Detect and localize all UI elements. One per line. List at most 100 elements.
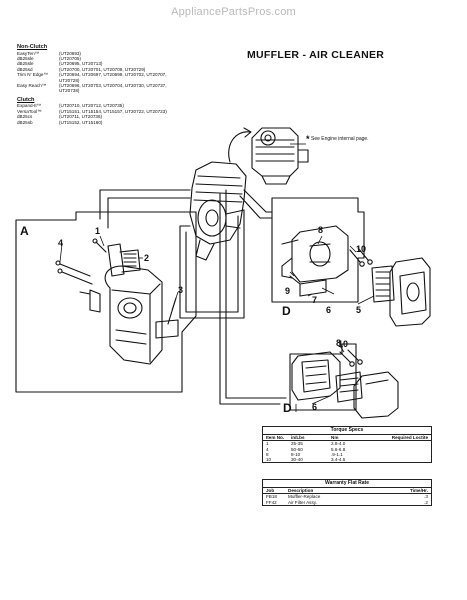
- warranty-job: FF42: [266, 499, 277, 505]
- warranty-description: Muffler-Replace: [288, 494, 321, 500]
- legend-model: dB25sle: [17, 56, 34, 61]
- torque-inlbs: 8-10: [291, 451, 301, 457]
- legend-parts: (UT20694, UT20697, UT20699, UT20702, UT2…: [59, 72, 167, 78]
- legend-row: EasyTen™ (UT20693): [17, 51, 237, 56]
- screw-1-drawing: [95, 241, 107, 253]
- torque-inlbs: 30-40: [291, 457, 303, 463]
- legend-row: Expand-It™(UT20710, UT20712, UT20735): [17, 103, 237, 108]
- torque-item: 1: [266, 441, 269, 447]
- callout-8-lower: 8: [336, 338, 341, 348]
- view-a-outline: [15, 211, 197, 393]
- legend-clutch-header: Clutch: [17, 96, 35, 103]
- legend-row: Trim N' Edge™ (UT20694, UT20697, UT20699,…: [17, 72, 237, 77]
- warranty-header-description: Description: [288, 488, 314, 494]
- gasket-6-drawing: [299, 279, 327, 297]
- air-cleaner-base-lower-drawing: [291, 351, 341, 401]
- legend-parts: (UT20695, UT20713): [59, 61, 103, 67]
- legend-row: dB25sle (UT20695, UT20713): [17, 61, 237, 66]
- torque-nm: 2.8-4.0: [331, 441, 346, 447]
- legend-parts: (UT20710, UT20712, UT20735): [59, 103, 124, 109]
- torque-header-row: Item No. in/Lbs Nm Required Loctite: [263, 435, 431, 442]
- callout-asterisk: *: [306, 134, 310, 144]
- legend-nonclutch-header: Non-Clutch: [17, 44, 48, 50]
- callout-9: 9: [285, 286, 290, 296]
- legend-parts: (UT20705): [59, 56, 81, 61]
- legend-parts: (UT20693): [59, 50, 81, 56]
- legend-parts: UT20738): [59, 88, 80, 94]
- warranty-description: Air Filter Assy.: [288, 499, 318, 505]
- torque-header-inlbs: in/Lbs: [291, 435, 305, 441]
- watermark: AppliancePartsPros.com: [171, 6, 296, 18]
- table-row: FF42 Air Filter Assy. .2: [263, 500, 431, 505]
- air-cleaner-cover-lower-drawing: [353, 371, 399, 419]
- torque-header-loctite: Required Loctite: [391, 435, 428, 441]
- callout-1: 1: [95, 226, 100, 236]
- torque-inlbs: 50-60: [291, 446, 303, 452]
- view-d-upper-outline: [271, 197, 365, 303]
- table-row: 1 25-35 2.8-4.0: [263, 441, 431, 446]
- legend-row: dB25sb(UT15152, UT15160): [17, 120, 237, 125]
- air-cleaner-base-drawing: [281, 225, 349, 283]
- warranty-header-time: Time/Hr.: [409, 488, 428, 494]
- warranty-time: .2: [424, 499, 428, 505]
- callout-d-lower: D: [283, 401, 292, 415]
- legend-row: dB25cs(UT20711, UT20736): [17, 114, 237, 119]
- callout-7-center: 7: [312, 295, 317, 305]
- bolts-4-drawing: [55, 260, 93, 285]
- torque-nm: 5.6-6.8: [331, 446, 346, 452]
- table-row: FB18 Muffler-Replace .3: [263, 494, 431, 499]
- legend-model: dB25sd: [17, 66, 33, 72]
- legend-parts: (UT20700, UT20701, UT20709, UT20729): [59, 66, 146, 72]
- torque-header-item: Item No.: [266, 435, 285, 441]
- warranty-flat-rate-table: Warranty Flat Rate Job Description Time/…: [262, 479, 432, 506]
- warranty-job: FB18: [266, 494, 277, 500]
- callout-6-lower: 6: [312, 402, 317, 412]
- legend-model: dB25sb: [17, 119, 33, 125]
- engine-arrow-curve: [228, 131, 251, 163]
- torque-inlbs: 25-35: [291, 441, 303, 447]
- plate-3-drawing: [155, 319, 179, 339]
- legend-parts: (UT20696, UT20703, UT20704, UT20730, UT2…: [59, 83, 167, 89]
- callout-8-upper: 8: [318, 225, 323, 235]
- legend-model: dB25cs: [17, 114, 33, 120]
- callout-10-upper: 10: [356, 244, 366, 254]
- nuts-10-upper-drawing: [349, 247, 373, 267]
- torque-item: 8: [266, 451, 269, 457]
- table-row: 4 50-60 5.6-6.8: [263, 447, 431, 452]
- legend-model: Trim N' Edge™: [17, 72, 49, 78]
- legend-row: VersaTool™ (UT15151, UT15154, UT15157, UT…: [17, 109, 237, 114]
- callout-2: 2: [144, 253, 149, 263]
- engine-block-drawing: [189, 161, 247, 261]
- filter-lower-drawing: [335, 371, 363, 403]
- warranty-header-job: Job: [266, 488, 275, 494]
- callout-5: 5: [356, 305, 361, 315]
- muffler-drawing: [79, 265, 163, 365]
- table-row: 10 30-40 3.4-4.5: [263, 457, 431, 462]
- callout-d-upper: D: [282, 304, 291, 318]
- legend-model: dB25sle: [17, 61, 34, 67]
- model-legend: Non-Clutch EasyTen™ (UT20693) dB25sle (UT2…: [17, 44, 237, 125]
- leader-lines: [59, 143, 375, 412]
- engine-arrow-head: [243, 127, 252, 138]
- diagram-title: MUFFLER - AIR CLEANER: [247, 49, 385, 61]
- legend-row: UT20738): [17, 88, 237, 93]
- torque-item: 4: [266, 446, 269, 452]
- legend-model: VersaTool™: [17, 108, 42, 114]
- engine-head-drawing: [251, 127, 309, 185]
- warranty-header-row: Job Description Time/Hr.: [263, 488, 431, 495]
- legend-model: EasyTen™: [17, 50, 40, 56]
- legend-parts: (UT15151, UT15154, UT15157, UT20722, UT2…: [59, 108, 167, 114]
- warranty-time: .3: [424, 494, 428, 500]
- torque-nm: 3.4-4.5: [331, 457, 346, 463]
- muffler-shield-drawing: [107, 243, 141, 277]
- torque-caption: Torque Specs: [263, 427, 431, 436]
- torque-loctite: [381, 457, 428, 462]
- torque-header-nm: Nm: [331, 435, 339, 441]
- callout-4: 4: [58, 238, 63, 248]
- filter-5-drawing: [371, 265, 395, 303]
- legend-row: Easy Reach™(UT20696, UT20703, UT20704, U…: [17, 83, 237, 88]
- legend-parts: UT20728): [59, 77, 80, 83]
- nuts-10-lower-drawing: [339, 349, 363, 367]
- torque-item: 10: [266, 457, 272, 463]
- torque-specs-table: Torque Specs Item No. in/Lbs Nm Required…: [262, 426, 432, 464]
